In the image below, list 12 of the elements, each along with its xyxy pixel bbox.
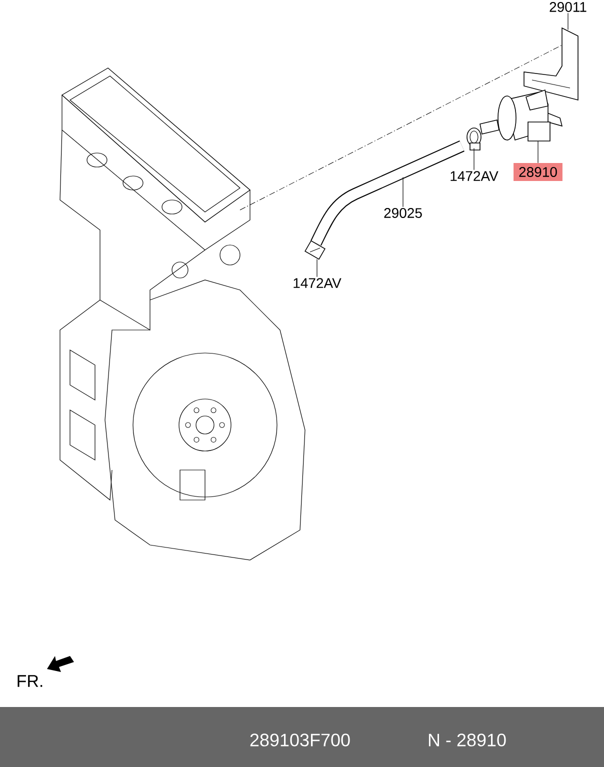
clamp-drawing xyxy=(304,240,326,260)
valve-drawing xyxy=(480,89,563,142)
callout-number: 1472AV xyxy=(450,171,498,181)
leader-line xyxy=(402,176,404,208)
highlighted-callout-number: 28910 xyxy=(514,163,562,181)
direction-label: FR. xyxy=(18,675,42,687)
footer-text: N - 28910 xyxy=(428,734,506,746)
clamp-drawing xyxy=(466,128,482,150)
callout-number: 1472AV xyxy=(294,278,342,288)
footer-text: 289103F700 xyxy=(250,734,350,746)
callout-number: 29011 xyxy=(550,2,586,12)
leader-line xyxy=(316,258,318,278)
